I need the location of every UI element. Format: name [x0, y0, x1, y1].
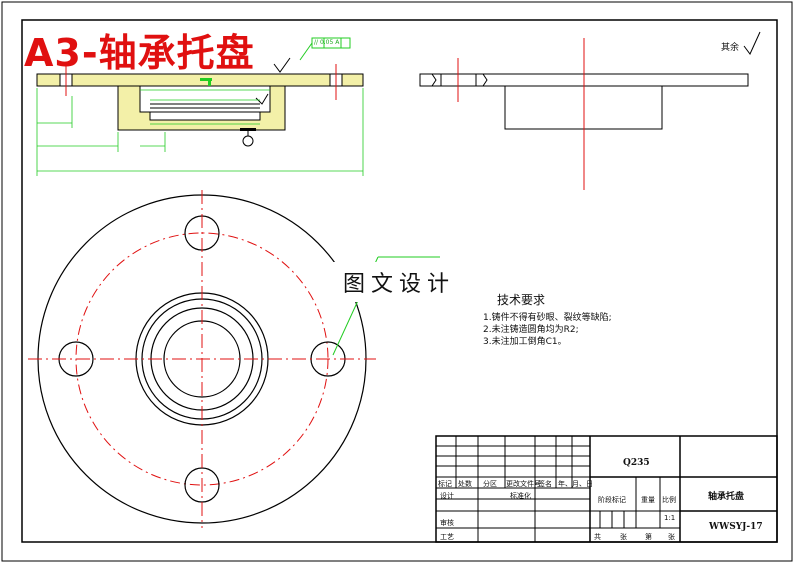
scale-value: 1:1: [664, 514, 676, 522]
tolerance-frame-text: // 0.05 A: [314, 39, 340, 46]
label-stage-mark: 阶段标记: [598, 496, 626, 504]
label-mark: 标记: [438, 480, 452, 488]
watermark-label: 图文设计: [327, 262, 471, 302]
surface-finish-note: 其余: [721, 43, 740, 53]
label-date: 年、月、日: [558, 480, 593, 488]
tolerance-frame: [299, 37, 351, 61]
label-review: 审核: [440, 519, 454, 527]
technical-requirement-item: 1.铸件不得有砂眼、裂纹等缺陷;: [483, 313, 612, 323]
label-standardize: 标准化: [510, 492, 531, 500]
label-page: 第: [645, 533, 652, 541]
label-count: 处数: [458, 480, 472, 488]
part-name: 轴承托盘: [708, 492, 745, 502]
material-value: Q235: [623, 458, 650, 468]
top-view: [28, 190, 440, 528]
label-total: 共: [594, 533, 601, 541]
side-view: [419, 31, 761, 190]
label-design: 设计: [440, 492, 454, 500]
technical-requirements-title: 技术要求: [497, 293, 546, 307]
technical-requirement-item: 2.未注铸造圆角均为R2;: [483, 325, 579, 335]
label-weight: 重量: [641, 496, 655, 504]
drawing-number: WWSYJ-17: [709, 522, 763, 532]
dimensions: [36, 88, 364, 176]
label-signature: 签名: [538, 480, 552, 488]
inner-frame: [21, 19, 778, 543]
label-page-unit: 张: [668, 533, 675, 541]
drawing-title-banner: A3-轴承托盘: [24, 31, 255, 75]
technical-requirement-item: 3.未注加工倒角C1。: [483, 337, 567, 347]
label-ratio: 比例: [662, 496, 676, 504]
label-process: 工艺: [440, 533, 454, 541]
label-zone: 分区: [483, 480, 497, 488]
title-block-lines: [435, 435, 778, 543]
label-sheet: 张: [620, 533, 627, 541]
label-change-doc: 更改文件号: [506, 480, 541, 488]
